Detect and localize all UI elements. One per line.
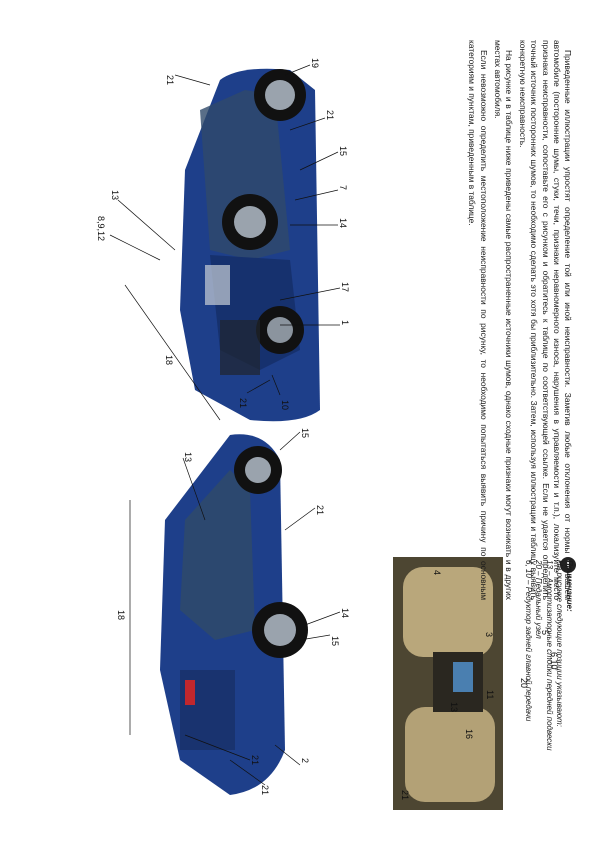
callout-label: 13 xyxy=(183,452,193,462)
body-text: Приведенные иллюстрации упростят определ… xyxy=(393,40,573,600)
callout-label: 7 xyxy=(338,185,348,190)
note-block: Примечание: На рисунке следующие позиции… xyxy=(512,560,574,810)
callout-label: 21 xyxy=(165,75,175,85)
callout-label: 5 xyxy=(540,630,550,635)
callout-label: 15 xyxy=(338,146,348,156)
callout-label: 10 xyxy=(280,400,290,410)
callout-label: 2 xyxy=(300,758,310,763)
callout-label: 18 xyxy=(116,610,126,620)
callout-label: 14 xyxy=(340,608,350,618)
callout-label: 1 xyxy=(340,320,350,325)
note-line: 6, 10 – Редуктор задней главной передачи xyxy=(524,560,534,722)
callout-label: 21 xyxy=(250,755,260,765)
callout-label: 6,10 xyxy=(549,652,559,670)
note-title: Примечание: xyxy=(565,560,574,612)
callout-label: 15 xyxy=(300,428,310,438)
note-line: На рисунке следующие позиции указывают: xyxy=(554,560,564,727)
callout-label: 21 xyxy=(325,110,335,120)
callout-label: 8,9,12 xyxy=(96,216,106,241)
callout-label: 17 xyxy=(340,282,350,292)
info-icon: i xyxy=(560,557,576,573)
callout-label: 21 xyxy=(238,398,248,408)
note-line: 13 – Амортизаторные стойки передней подв… xyxy=(544,560,554,751)
note-line: 20 – Педальный узел xyxy=(534,560,544,639)
car-front-illustration xyxy=(180,68,320,422)
callout-label: 20 xyxy=(519,678,529,688)
callout-label: 21 xyxy=(315,505,325,515)
callout-label: 13 xyxy=(110,190,120,200)
callout-label: 4 xyxy=(432,570,442,575)
callout-label: 19 xyxy=(310,58,320,68)
callout-label: 16 xyxy=(464,729,474,739)
car-rear-illustration xyxy=(160,434,308,795)
callout-label: 11 xyxy=(485,690,495,699)
paragraph: Если невозможно определить местоположени… xyxy=(467,40,489,600)
interior-photo xyxy=(393,557,503,810)
paragraph: Приведенные иллюстрации упростят определ… xyxy=(518,40,573,600)
callout-label: 14 xyxy=(338,218,348,228)
callout-label: 21 xyxy=(260,785,270,795)
callout-label: 21 xyxy=(400,790,410,800)
callout-label: 13 xyxy=(449,702,459,712)
callout-label: 3 xyxy=(484,632,494,637)
callout-label: 15 xyxy=(330,636,340,646)
paragraph: На рисунке и в таблице ниже приведены са… xyxy=(492,40,514,600)
callout-label: 18 xyxy=(164,355,174,365)
